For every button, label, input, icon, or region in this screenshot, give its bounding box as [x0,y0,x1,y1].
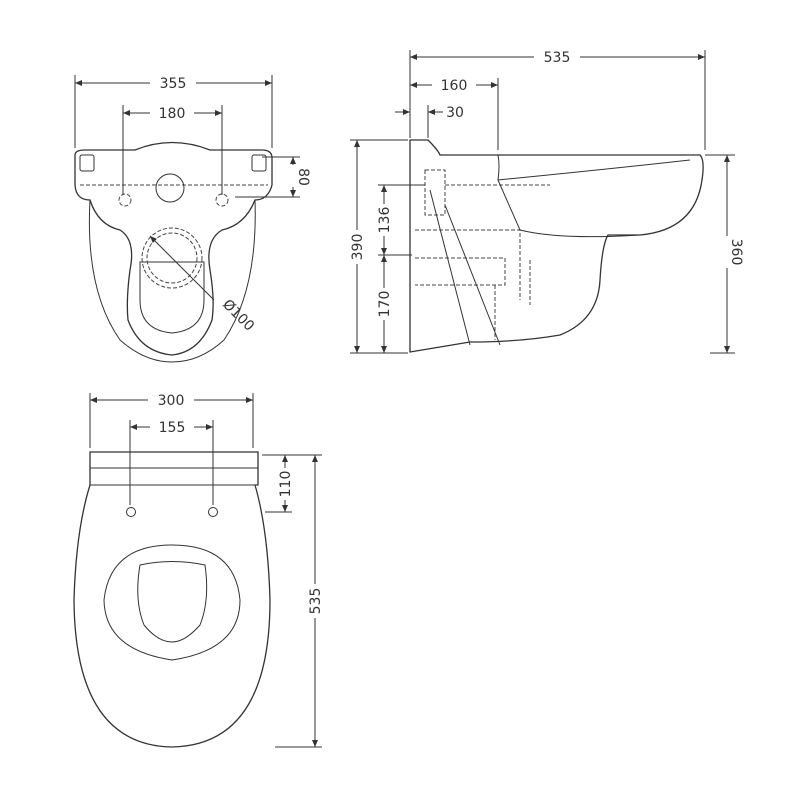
side-rim-line [497,159,691,181]
dim-label-155: 155 [159,420,186,436]
dim-label-110: 110 [278,471,294,498]
left-fixing-slot [79,154,95,172]
dim-label-30: 30 [446,105,464,121]
dim-label-535-side: 535 [544,50,571,66]
right-fixing-slot [251,154,267,172]
seat-outline [73,451,271,748]
side-trap-line [429,189,501,346]
front-outline [74,141,273,356]
dim-label-diameter: Ø100 [219,297,257,335]
dim-label-360: 360 [728,239,744,266]
side-hidden-lines [415,229,531,340]
dim-diameter [149,235,215,301]
front-view: 355 180 80 Ø100 [74,74,311,363]
hinge-hole-left [126,507,136,517]
inlet-circle [155,173,185,203]
plan-view: 300 155 110 535 [73,391,324,748]
bowl-opening [137,561,208,643]
dim-label-535-plan: 535 [308,588,324,615]
seat-opening [103,544,241,661]
dim-label-160: 160 [441,78,468,94]
waste-circle-inner [146,232,198,284]
dim-label-136: 136 [377,207,393,234]
dim-label-355: 355 [160,76,187,92]
dim-label-390: 390 [350,234,366,261]
side-view: 535 160 30 390 136 170 360 [348,48,744,354]
front-bowl [88,199,256,363]
dim-label-180: 180 [159,106,186,122]
side-hidden-inlet [424,169,550,216]
side-outline [409,139,704,353]
front-inner [139,261,205,334]
fixing-hole-right [215,193,229,207]
dim-label-80: 80 [295,168,311,186]
side-bowl-line [440,154,641,238]
dim-label-300: 300 [158,393,185,409]
dim-label-170: 170 [377,291,393,318]
fixing-hole-left [118,193,132,207]
waste-circle [141,227,203,289]
hinge-hole-right [208,507,218,517]
